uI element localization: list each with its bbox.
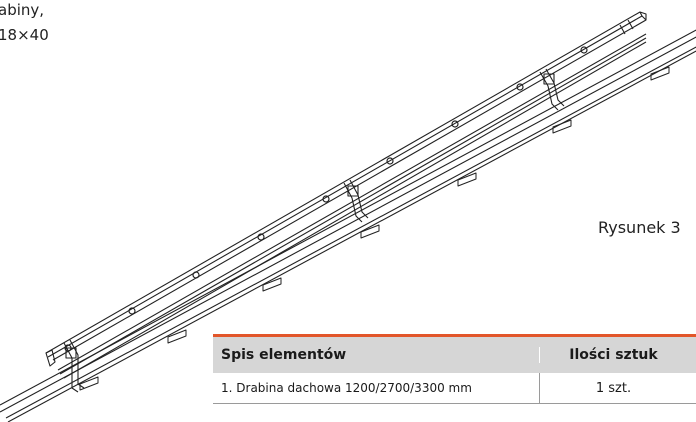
caption-line-1: abiny, (0, 1, 45, 19)
table-row: 1. Drabina dachowa 1200/2700/3300 mm 1 s… (213, 373, 696, 404)
header-elements: Spis elementów (221, 347, 347, 363)
header-quantity: Ilości sztuk (539, 347, 696, 363)
table-header-row: Spis elementów Ilości sztuk (213, 337, 696, 373)
roof-battens (79, 66, 670, 391)
elements-table: Spis elementów Ilości sztuk 1. Drabina d… (213, 334, 696, 404)
figure-label: Rysunek 3 (598, 218, 681, 237)
row-quantity: 1 szt. (539, 373, 696, 403)
roof-surface (0, 29, 696, 422)
ladder-hooks (63, 68, 565, 393)
table-accent-rule (213, 334, 696, 337)
caption-line-2: 18×40 (0, 26, 49, 44)
ladder-rungs (64, 46, 588, 352)
ladder-rails (45, 11, 647, 379)
row-element: 1. Drabina dachowa 1200/2700/3300 mm (221, 381, 472, 395)
caption-text: abiny, 18×40 (0, 0, 49, 48)
